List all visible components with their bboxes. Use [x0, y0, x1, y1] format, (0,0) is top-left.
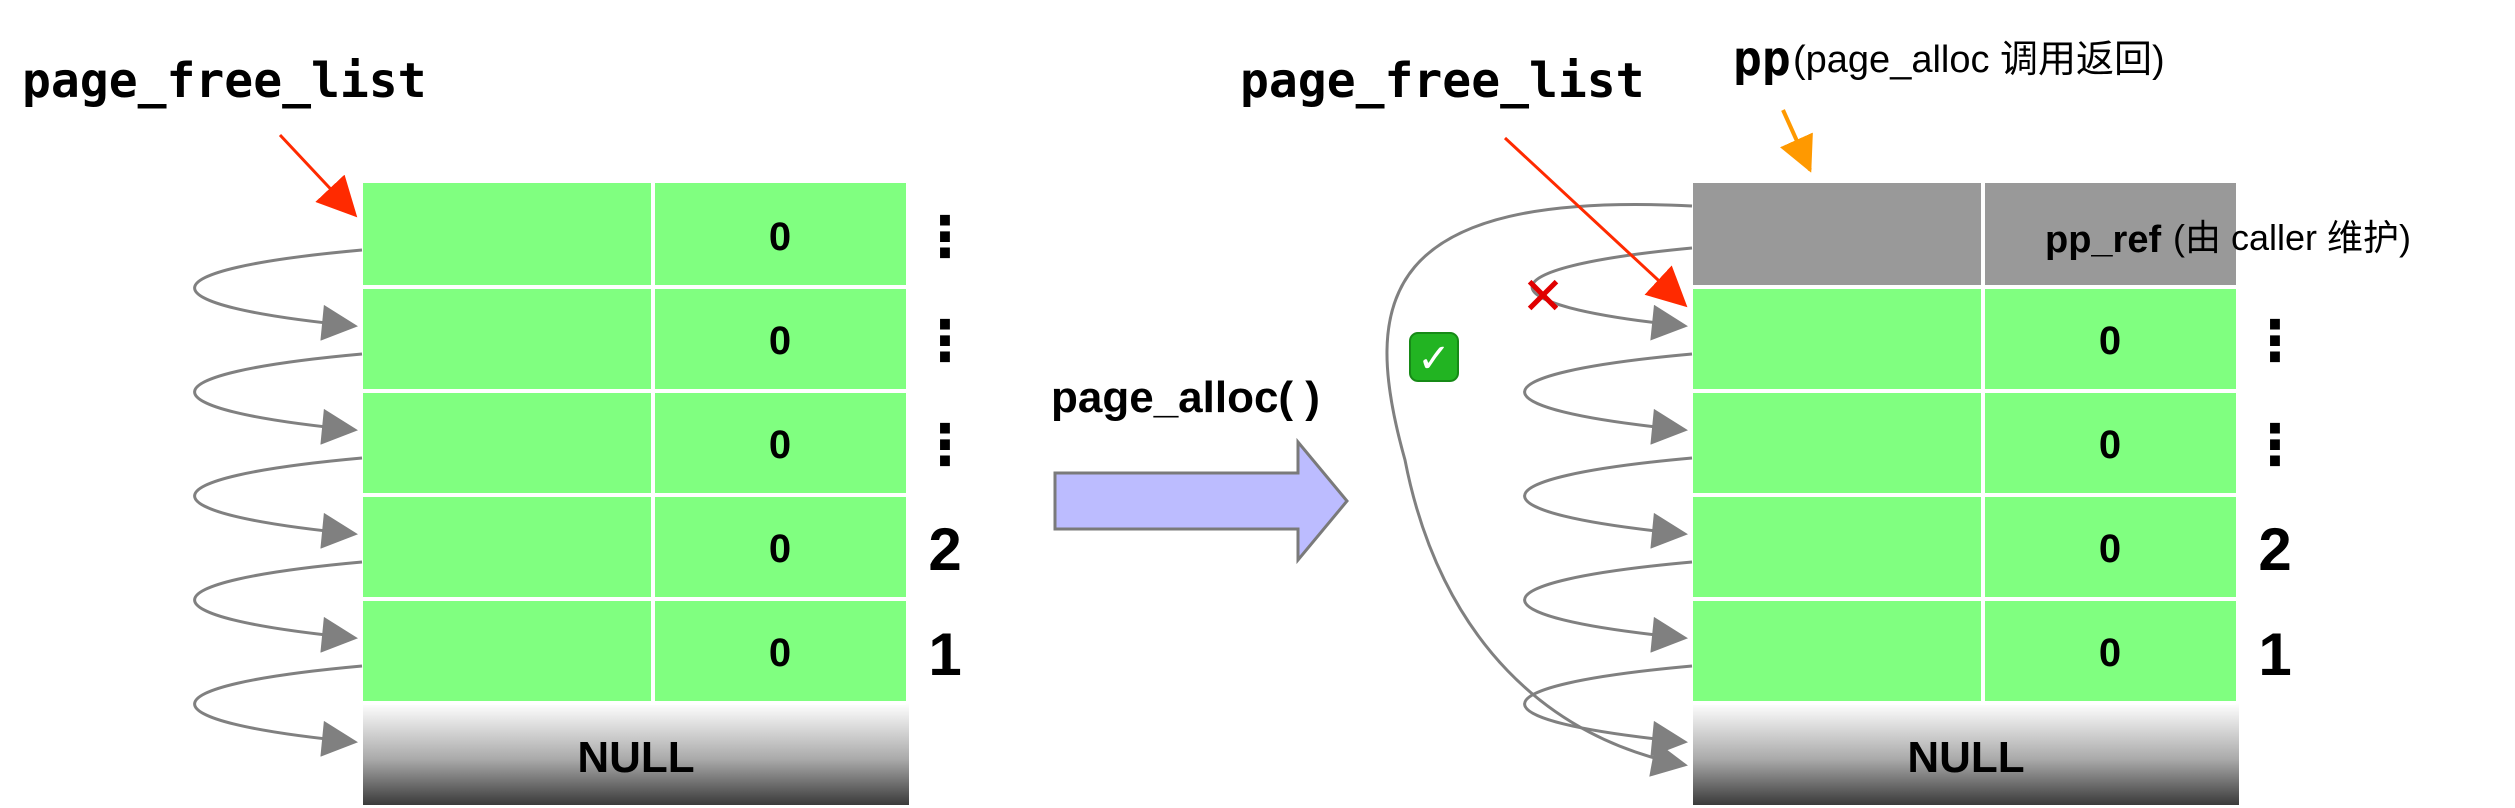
- left-null-cell: [363, 703, 909, 805]
- left-link-arrow: [193, 456, 363, 549]
- right-link-arrow: [1523, 664, 1693, 757]
- right-page-ref-value: 0: [2099, 631, 2121, 675]
- pp-note: (page_alloc 调用返回): [1793, 39, 2165, 81]
- left-ellipsis-marker: ⋮: [917, 309, 973, 372]
- left-page-link-cell: [363, 391, 653, 495]
- right-link-arrows: [1385, 203, 1693, 777]
- left-link-arrows: [193, 248, 363, 757]
- left-link-arrow: [193, 560, 363, 653]
- left-free-list-pointer-arrow: [278, 133, 358, 218]
- left-page-link-cell: [363, 495, 653, 599]
- pp-ref-label: pp_ref: [2045, 219, 2161, 261]
- right-page-row: 0: [1693, 495, 2236, 599]
- left-page-ref-value: 0: [769, 527, 791, 571]
- right-page-ref-cell: [1983, 599, 2236, 703]
- right-grid-lines: [1693, 183, 2236, 705]
- left-null-label: NULL: [577, 733, 694, 782]
- check-icon: ✓: [1417, 336, 1451, 382]
- left-ellipsis-marker: ⋮: [917, 413, 973, 476]
- left-page-ref-value: 0: [769, 215, 791, 259]
- right-page-link-cell: [1693, 495, 1983, 599]
- allocated-page-link-cell: [1693, 183, 1983, 287]
- left-page-link-cell: [363, 287, 653, 391]
- left-page-link-cell: [363, 183, 653, 287]
- right-page-row: 0: [1693, 391, 2236, 495]
- operation-arrow: [1053, 437, 1349, 565]
- pp-label: pp: [1733, 31, 1791, 87]
- right-null-cell: [1693, 703, 2239, 805]
- right-ellipsis-marker: ⋮: [2247, 309, 2303, 372]
- left-link-arrow: [193, 664, 363, 757]
- right-page-ref-value: 0: [2099, 527, 2121, 571]
- allocated-page-ref-cell: [1983, 183, 2236, 287]
- right-ellipsis-marker: ⋮: [2247, 413, 2303, 476]
- removed-link-arrow: [1530, 246, 1693, 341]
- page-alloc-label: page_alloc( ): [1051, 373, 1320, 422]
- left-page-ref-value: 0: [769, 631, 791, 675]
- left-link-arrow: [193, 352, 363, 445]
- left-page-ref-cell: [653, 495, 906, 599]
- right-page-row: 0: [1693, 599, 2236, 703]
- operation: page_alloc( ): [1051, 373, 1349, 565]
- left-grid-lines: [363, 183, 906, 705]
- left-page-row: 0: [363, 391, 906, 495]
- allocated-page-row: [1693, 183, 2236, 287]
- right-page-free-list-label: page_free_list: [1240, 53, 1645, 109]
- left-page-ref-value: 0: [769, 319, 791, 363]
- left-page-count-1: 1: [928, 621, 961, 688]
- right-link-arrow: [1523, 456, 1693, 549]
- right-link-arrow: [1523, 560, 1693, 653]
- left-ellipsis-marker: ⋮: [917, 205, 973, 268]
- left-null-row: NULL: [363, 703, 909, 805]
- right-null-row: NULL: [1693, 703, 2239, 805]
- left-page-row: 0: [363, 495, 906, 599]
- right-page-link-cell: [1693, 287, 1983, 391]
- left-diagram: page_free_list 0 0 0 0 0: [22, 53, 973, 805]
- left-page-row: 0: [363, 599, 906, 703]
- right-page-ref-value: 0: [2099, 423, 2121, 467]
- left-page-ref-cell: [653, 599, 906, 703]
- right-diagram: page_free_list pp (page_alloc 调用返回) pp_r…: [1240, 31, 2411, 805]
- right-link-arrow: [1523, 352, 1693, 445]
- left-page-row: 0: [363, 287, 906, 391]
- new-link-arrow: [1385, 203, 1693, 777]
- right-page-ref-cell: [1983, 495, 2236, 599]
- right-page-count-1: 1: [2258, 621, 2291, 688]
- right-page-ref-value: 0: [2099, 319, 2121, 363]
- right-page-link-cell: [1693, 599, 1983, 703]
- right-page-ref-cell: [1983, 391, 2236, 495]
- pp-ref-note: (由 caller 维护): [2173, 217, 2411, 258]
- right-page-ref-cell: [1983, 287, 2236, 391]
- left-page-link-cell: [363, 599, 653, 703]
- left-page-ref-value: 0: [769, 423, 791, 467]
- cross-icon: ✕: [1521, 267, 1565, 327]
- right-page-count-2: 2: [2258, 516, 2291, 583]
- left-page-free-list-label: page_free_list: [22, 53, 427, 109]
- check-badge: [1409, 332, 1459, 382]
- left-page-count-2: 2: [928, 516, 961, 583]
- left-page-ref-cell: [653, 391, 906, 495]
- left-page-ref-cell: [653, 287, 906, 391]
- check-mark: ✓: [1409, 332, 1459, 382]
- left-page-ref-cell: [653, 183, 906, 287]
- left-link-arrow: [193, 248, 363, 341]
- right-free-list-pointer-arrow: [1503, 136, 1688, 308]
- pp-pointer-arrow: [1780, 109, 1813, 173]
- right-null-label: NULL: [1907, 733, 2024, 782]
- left-page-row: 0: [363, 183, 906, 287]
- cross-mark: ✕: [1521, 267, 1565, 327]
- right-page-row: 0: [1693, 287, 2236, 391]
- right-page-link-cell: [1693, 391, 1983, 495]
